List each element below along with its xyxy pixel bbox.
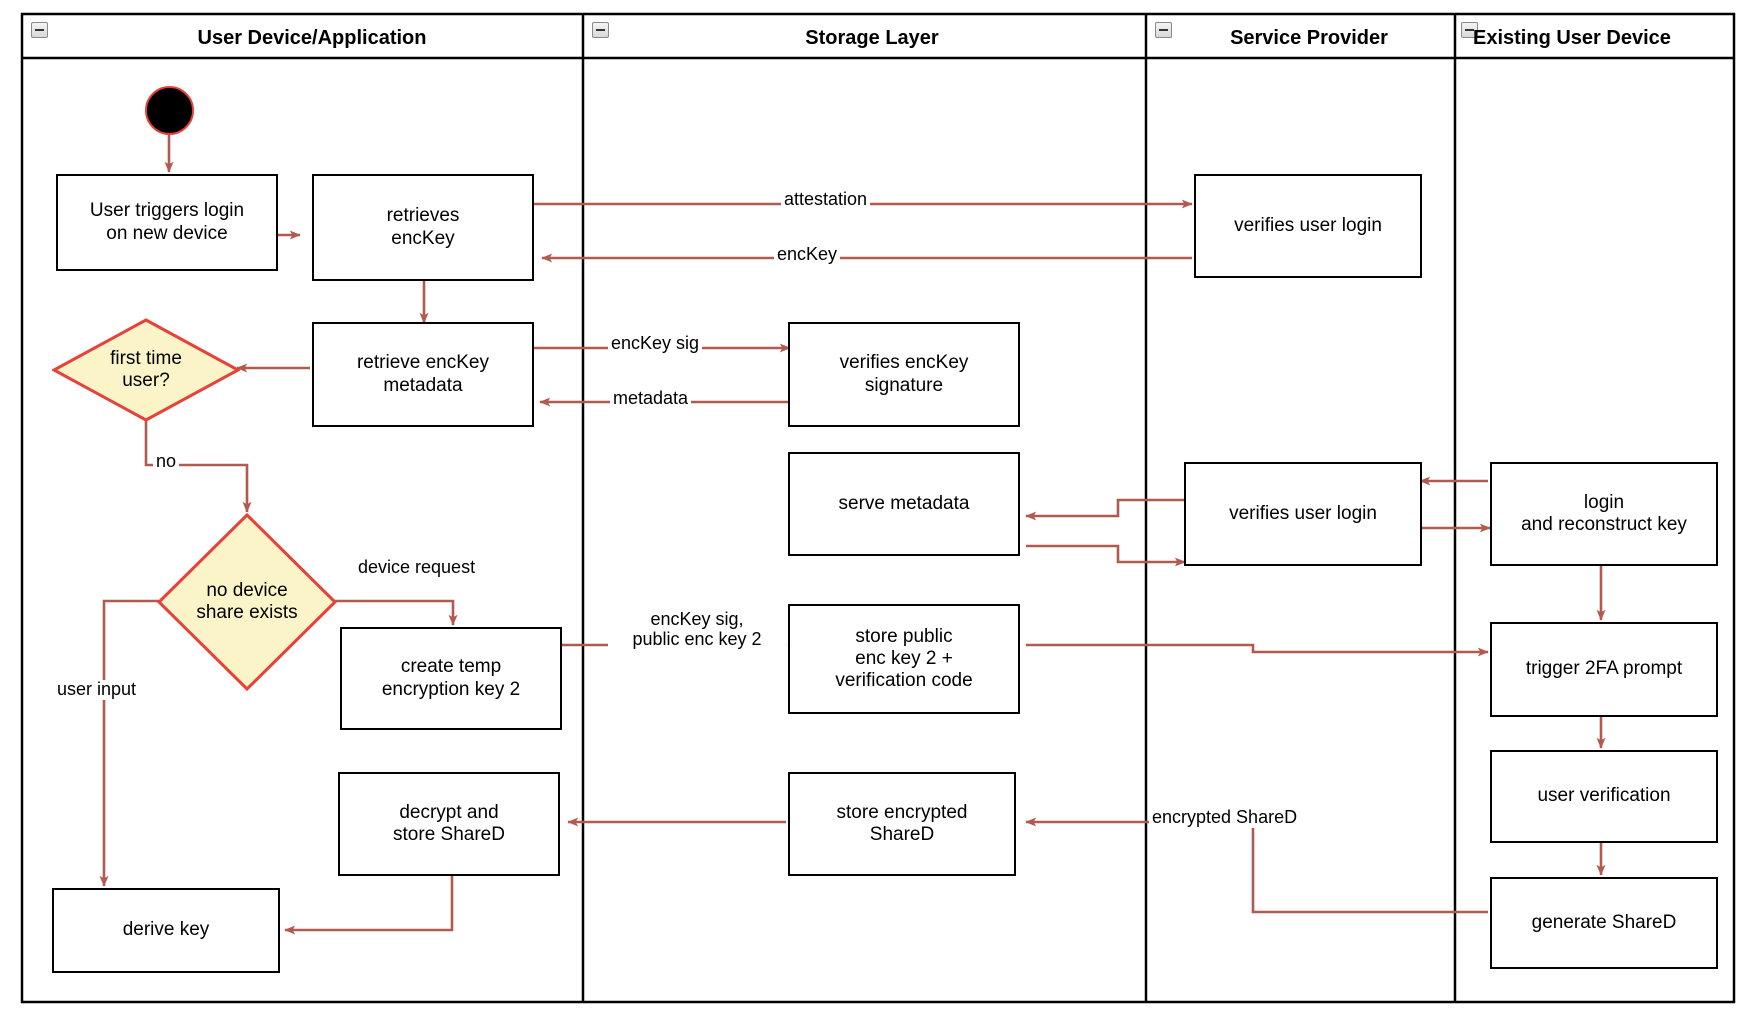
edge-decrypt-to-derive bbox=[284, 876, 454, 935]
edge-encrypted-shared bbox=[1025, 817, 1488, 914]
edge-service-to-serve-metadata bbox=[1025, 498, 1185, 521]
minus-box-icon-lane-0[interactable] bbox=[31, 22, 48, 38]
edge-label-encrypted-shared: encrypted ShareD bbox=[1149, 807, 1301, 828]
node-verifies-user-login-2[interactable]: verifies user login bbox=[1184, 462, 1422, 566]
node-verifies-user-login-1-label: verifies user login bbox=[1234, 214, 1382, 236]
node-derive-key[interactable]: derive key bbox=[52, 888, 280, 973]
node-serve-metadata-label: serve metadata bbox=[838, 492, 970, 514]
minus-box-icon-lane-1[interactable] bbox=[592, 22, 609, 38]
edge-store-to-2fa bbox=[1026, 643, 1489, 657]
minus-box-icon-lane-3[interactable] bbox=[1461, 22, 1478, 38]
edge-label-attestation: attestation bbox=[781, 189, 871, 210]
node-user-verification-label: user verification bbox=[1537, 785, 1671, 807]
edge-device-request bbox=[333, 599, 458, 626]
edge-serve-metadata-to-service bbox=[1026, 544, 1186, 567]
node-verifies-user-login-1[interactable]: verifies user login bbox=[1194, 174, 1422, 278]
minus-box-icon-lane-2[interactable] bbox=[1155, 22, 1172, 38]
node-user-verification[interactable]: user verification bbox=[1490, 750, 1718, 843]
edge-label-metadata: metadata bbox=[610, 388, 692, 409]
node-derive-key-label: derive key bbox=[122, 919, 210, 941]
node-verifies-user-login-2-label: verifies user login bbox=[1229, 502, 1377, 524]
edge-label-device-request: device request bbox=[355, 557, 479, 578]
edge-label-enckey: encKey bbox=[774, 244, 841, 265]
edge-no-branch bbox=[144, 421, 252, 513]
node-trigger-2fa-prompt-label: trigger 2FA prompt bbox=[1525, 658, 1683, 680]
edge-label-enckey-sig-pubkey: encKey sig,public enc key 2 bbox=[608, 609, 786, 650]
edge-user-input bbox=[99, 599, 160, 887]
edge-label-user-input: user input bbox=[54, 679, 140, 700]
node-trigger-2fa-prompt[interactable]: trigger 2FA prompt bbox=[1490, 622, 1718, 717]
node-generate-shared-label: generate ShareD bbox=[1531, 911, 1677, 933]
edge-label-enckey-sig: encKey sig bbox=[608, 333, 703, 354]
node-serve-metadata[interactable]: serve metadata bbox=[788, 452, 1020, 556]
initial-node bbox=[145, 86, 194, 135]
node-generate-shared[interactable]: generate ShareD bbox=[1490, 877, 1718, 969]
edge-label-no: no bbox=[153, 451, 180, 472]
